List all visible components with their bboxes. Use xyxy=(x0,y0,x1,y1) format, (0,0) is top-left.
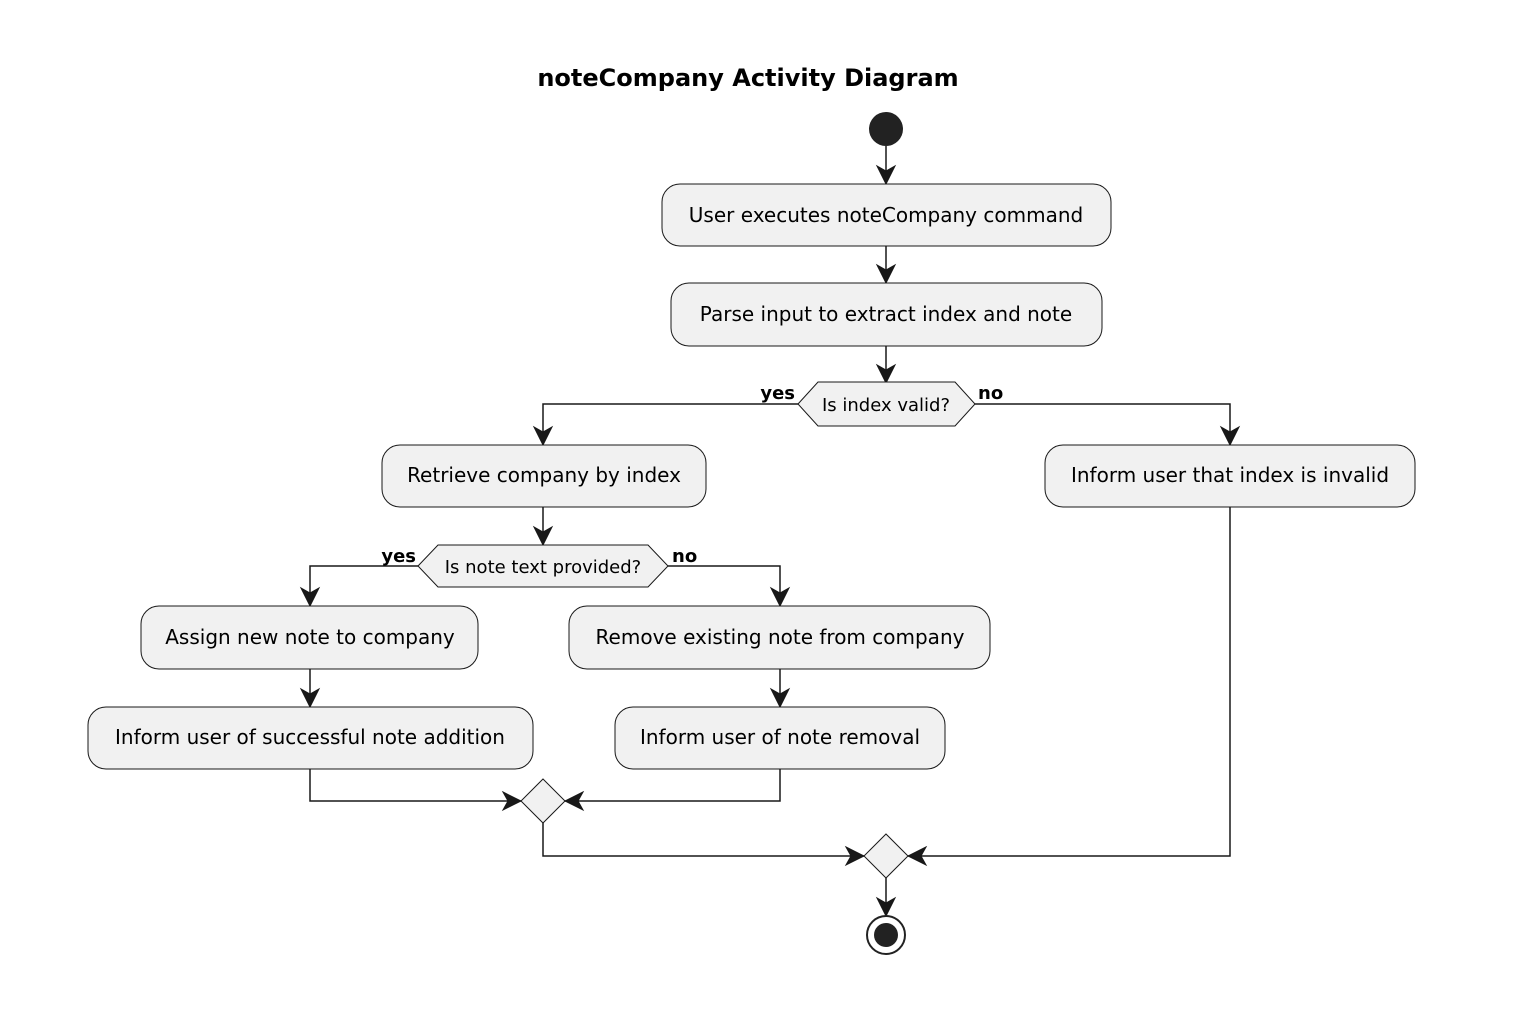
activity-retrieve-company: Retrieve company by index xyxy=(381,444,707,508)
activity-parse-input: Parse input to extract index and note xyxy=(670,282,1103,347)
arrowhead-right xyxy=(844,845,866,867)
edge-invalid-to-final-merge xyxy=(908,507,1231,857)
arrowhead-down xyxy=(875,896,897,918)
edges xyxy=(309,146,1231,915)
start-node xyxy=(869,112,903,146)
decision-question: Is note text provided? xyxy=(445,557,642,578)
branch-label-no: no xyxy=(978,383,1003,404)
activity-label: User executes noteCompany command xyxy=(689,203,1083,227)
activity-label: Assign new note to company xyxy=(165,625,455,649)
arrowheads xyxy=(299,164,1241,918)
arrowhead-right xyxy=(501,790,523,812)
activity-inform-invalid: Inform user that index is invalid xyxy=(1044,444,1416,508)
activity-label: Remove existing note from company xyxy=(596,625,965,649)
arrowhead-down xyxy=(875,363,897,385)
decision-index-valid: Is index valid? yes no xyxy=(760,381,1003,427)
activity-inform-addition: Inform user of successful note addition xyxy=(87,706,534,770)
activity-label: Inform user of successful note addition xyxy=(115,725,505,749)
activity-label: Parse input to extract index and note xyxy=(700,302,1072,326)
activity-label: Inform user of note removal xyxy=(640,725,920,749)
edge-addition-to-merge xyxy=(309,769,521,802)
arrowhead-down xyxy=(769,687,791,709)
decision-note-provided: Is note text provided? yes no xyxy=(381,544,697,588)
edge-index-no xyxy=(975,403,1231,444)
arrowhead-down xyxy=(769,586,791,608)
activity-inform-removal: Inform user of note removal xyxy=(614,706,946,770)
branch-label-no: no xyxy=(672,546,697,567)
arrowhead-down xyxy=(299,586,321,608)
edge-index-yes xyxy=(542,403,798,444)
activity-assign-note: Assign new note to company xyxy=(140,605,479,670)
arrowhead-down xyxy=(875,263,897,285)
arrowhead-left xyxy=(563,790,585,812)
activity-label: Retrieve company by index xyxy=(407,463,681,487)
arrowhead-down xyxy=(875,164,897,186)
branch-label-yes: yes xyxy=(381,546,416,567)
decision-question: Is index valid? xyxy=(822,395,950,416)
arrowhead-down xyxy=(532,525,554,547)
branch-label-yes: yes xyxy=(760,383,795,404)
arrowhead-down xyxy=(532,425,554,447)
merge-node-final xyxy=(863,833,909,879)
activity-label: Inform user that index is invalid xyxy=(1071,463,1389,487)
merge-node-note-branches xyxy=(520,778,566,824)
edge-removal-to-merge xyxy=(565,769,781,802)
activity-remove-note: Remove existing note from company xyxy=(568,605,991,670)
arrowhead-down xyxy=(1219,425,1241,447)
edge-merge-to-final-merge xyxy=(542,823,864,857)
end-node xyxy=(866,915,906,955)
diagram-title: noteCompany Activity Diagram xyxy=(537,64,958,92)
arrowhead-down xyxy=(299,687,321,709)
edge-note-yes xyxy=(309,565,418,605)
arrowhead-left xyxy=(906,845,928,867)
edge-note-no xyxy=(668,565,781,605)
activity-execute-command: User executes noteCompany command xyxy=(661,183,1112,247)
